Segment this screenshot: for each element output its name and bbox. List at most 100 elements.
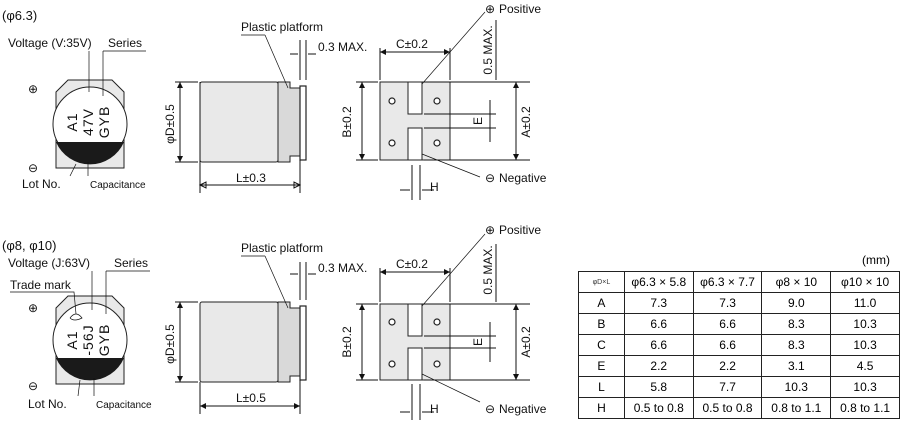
table-cell: 6.6 [623, 334, 694, 356]
top-E-dim [424, 100, 496, 142]
bottom-C-label: C±0.2 [396, 257, 428, 271]
top-E-label: E [471, 117, 485, 125]
bottom-trade-label: Trade mark [10, 278, 72, 292]
top-A-label: A±0.2 [519, 106, 533, 138]
top-max-tab-dim [290, 40, 316, 80]
top-negative-symbol: ⊖ [485, 171, 495, 185]
bottom-series-label: Series [114, 256, 148, 270]
top-mark-1: A1 [64, 112, 80, 131]
bottom-pad-negative [407, 347, 423, 381]
table-cell: 3.1 [761, 355, 832, 377]
top-phiD-dim [175, 81, 198, 163]
top-pad-view [356, 11, 530, 200]
table-row: L 5.8 7.7 10.3 10.3 [578, 376, 900, 398]
bottom-pad-hole-1 [388, 318, 396, 326]
top-B-label: B±0.2 [340, 106, 354, 138]
bottom-top-leaders [10, 270, 150, 315]
bottom-side-terminal [299, 305, 307, 381]
table-cell: 11.0 [830, 292, 900, 314]
table-cell: 10.3 [761, 376, 832, 398]
bottom-plus-symbol: ⊕ [28, 301, 38, 315]
bottom-top-view: A1 -56J GYB [52, 295, 128, 385]
top-pad-hole-2 [433, 97, 441, 105]
bottom-L-dim [199, 380, 301, 414]
bottom-negative-leader [421, 373, 481, 403]
top-side-terminal [299, 85, 307, 161]
table-row-label: L [578, 376, 625, 398]
bottom-negative-symbol: ⊖ [485, 402, 495, 416]
bottom-B-dim [356, 303, 378, 381]
top-plus-symbol: ⊕ [28, 82, 38, 96]
bottom-side-platform [277, 301, 301, 383]
table-row-label: H [578, 397, 625, 419]
table-cell: 7.7 [692, 376, 763, 398]
top-positive-label: Positive [499, 2, 541, 16]
bottom-phiD-label: φD±0.5 [163, 324, 177, 364]
top-C-dim [379, 48, 451, 80]
top-series-leader [102, 50, 146, 96]
table-column-header: φ6.3 × 7.7 [692, 271, 763, 293]
top-plastic-leader [241, 34, 289, 89]
table-cell: 8.3 [761, 313, 832, 335]
bottom-pad-hole-2 [433, 318, 441, 326]
table-cell: 4.5 [830, 355, 900, 377]
bottom-E-dim [424, 322, 496, 362]
top-C-label: C±0.2 [396, 37, 428, 51]
bottom-bottom-leaders [77, 378, 95, 397]
top-minus-symbol: ⊖ [28, 161, 38, 175]
table-cell: 6.6 [623, 313, 694, 335]
bottom-H-dim [400, 384, 434, 420]
bottom-side-view [175, 255, 316, 414]
table-row: A 7.3 7.3 9.0 11.0 [578, 292, 900, 314]
table-row: H 0.5 to 0.8 0.5 to 0.8 0.8 to 1.1 0.8 t… [578, 397, 900, 419]
top-negative-band [56, 142, 124, 165]
bottom-side-can [199, 301, 279, 383]
trade-mark-logo [69, 313, 83, 321]
bottom-title: (φ8, φ10) [2, 238, 56, 253]
bottom-B-label: B±0.2 [340, 326, 354, 358]
top-pad-hole-1 [388, 97, 396, 105]
top-voltage-label: Voltage (V:35V) [8, 36, 92, 50]
top-A-dim [424, 81, 530, 161]
table-cell: 2.2 [692, 355, 763, 377]
bottom-pad-hole-3 [388, 360, 396, 368]
table-cell: 10.3 [830, 334, 900, 356]
top-series-label: Series [108, 36, 142, 50]
table-cell: 6.6 [692, 313, 763, 335]
table-row-label: B [578, 313, 625, 335]
top-negative-label: Negative [499, 171, 547, 185]
bottom-phiD-dim [175, 301, 198, 383]
top-H-label: H [430, 180, 439, 194]
bottom-C-dim [379, 268, 451, 302]
table-cell: 7.3 [623, 292, 694, 314]
table-row: E 2.2 2.2 3.1 4.5 [578, 355, 900, 377]
table-cell: 5.8 [623, 376, 694, 398]
top-max-tab-label: 0.3 MAX. [318, 40, 367, 54]
top-capacitance-label: Capacitance [90, 180, 146, 191]
table-unit-label: (mm) [862, 253, 890, 267]
top-pad-positive [407, 81, 423, 115]
bottom-negative-band [56, 358, 124, 381]
top-lot-label: Lot No. [22, 177, 61, 191]
table-cell: 9.0 [761, 292, 832, 314]
bottom-mark-1: A1 [64, 330, 80, 349]
top-bottom-leaders [69, 162, 89, 177]
bottom-minus-symbol: ⊖ [28, 379, 38, 393]
table-row-label: A [578, 292, 625, 314]
bottom-A-dim [424, 303, 530, 381]
top-top-view: A1 47V GYB [52, 79, 128, 169]
bottom-mark-3: GYB [96, 324, 112, 357]
top-L-dim [199, 82, 301, 193]
table-cell: 7.3 [692, 292, 763, 314]
bottom-max-tab-label: 0.3 MAX. [318, 261, 367, 275]
top-negative-leader [421, 153, 481, 178]
bottom-max-tab-dim [290, 262, 316, 300]
table-row-label: E [578, 355, 625, 377]
top-L-arrows [198, 181, 302, 189]
bottom-voltage-label: Voltage (J:63V) [8, 256, 90, 270]
top-pad-hole-4 [433, 139, 441, 147]
bottom-plastic-leader [241, 255, 289, 309]
top-title: (φ6.3) [2, 8, 37, 23]
table-header-row: φD×L φ6.3 × 5.8 φ6.3 × 7.7 φ8 × 10 φ10 ×… [578, 271, 900, 293]
